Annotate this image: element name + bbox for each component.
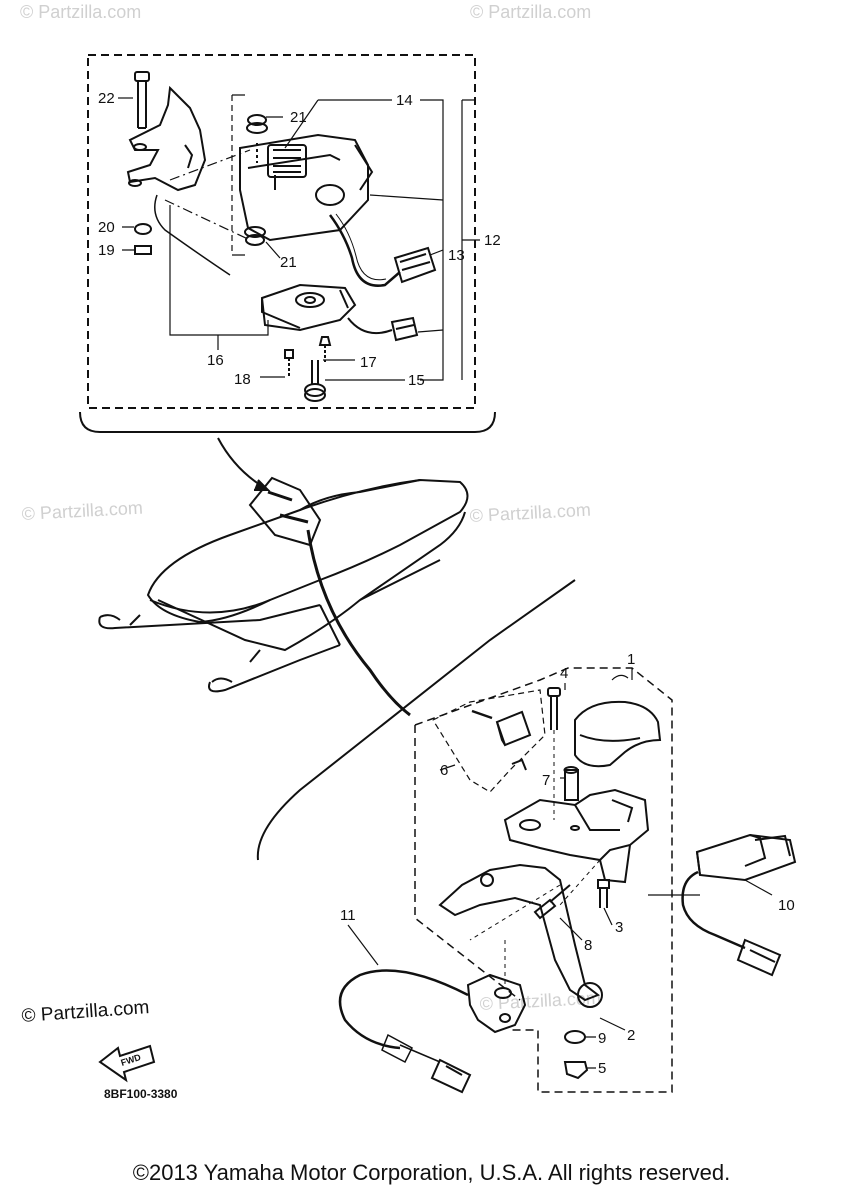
snowmobile-illustration [98, 476, 469, 693]
lower-unit-16 [260, 283, 357, 332]
callout-3: 3 [615, 919, 623, 936]
inset-frame [79, 54, 496, 433]
callout-15: 15 [408, 372, 425, 389]
callout-16: 16 [207, 352, 224, 369]
callout-13: 13 [448, 247, 465, 264]
switch-housing [239, 133, 374, 242]
diagram-code: 8BF100-3380 [104, 1087, 178, 1101]
connector-10 [736, 938, 782, 977]
callout-8: 8 [584, 937, 592, 954]
switch-10 [695, 833, 797, 882]
watermark-bottom-center: © Partzilla.com [479, 988, 601, 1014]
callout-21-bottom: 21 [280, 254, 297, 271]
callout-10: 10 [778, 897, 795, 914]
part-6-block [471, 709, 532, 771]
assembly-frame-1 [414, 667, 673, 1093]
throttle-housing [503, 788, 650, 884]
bolt-15 [304, 360, 326, 402]
screw-17 [318, 336, 332, 362]
screw-8 [533, 884, 571, 920]
spacer-7 [563, 766, 579, 801]
copyright-notice: ©2013 Yamaha Motor Corporation, U.S.A. A… [132, 1160, 731, 1185]
watermark-mid-center: © Partzilla.com [469, 500, 591, 526]
callout-12: 12 [484, 232, 501, 249]
callout-20: 20 [98, 219, 115, 236]
connector-11 [381, 1033, 472, 1094]
connector-lower [390, 316, 419, 342]
watermark-top-left: © Partzilla.com [20, 2, 141, 22]
fwd-arrow-icon: FWD [98, 1044, 156, 1083]
partzilla-logo: © Partzilla.com [21, 997, 150, 1027]
callout-11: 11 [340, 907, 356, 924]
callout-14: 14 [396, 92, 413, 109]
throttle-lever-2 [438, 863, 603, 1008]
screw-18 [284, 349, 294, 378]
callout-4: 4 [560, 665, 568, 682]
nut-5 [563, 1061, 589, 1080]
grommet-21-top [246, 114, 268, 163]
connector-13 [393, 246, 437, 284]
washer-20 [134, 223, 152, 235]
subassembly-frame-6 [432, 689, 546, 793]
watermark-top-center: © Partzilla.com [470, 2, 591, 22]
callout-22: 22 [98, 90, 115, 107]
callout-17: 17 [360, 354, 377, 371]
bolt-4 [547, 687, 561, 820]
watermark-mid-left: © Partzilla.com [21, 498, 143, 524]
screw-3 [597, 879, 610, 908]
callout-19: 19 [98, 242, 115, 259]
throttle-cover [574, 700, 662, 768]
callout-5: 5 [598, 1060, 606, 1077]
grommet-21-bottom [244, 226, 266, 246]
washer-9 [564, 1030, 586, 1044]
callout-1: 1 [627, 651, 635, 668]
throttle-sensor-11 [466, 973, 527, 1034]
nut-19 [134, 245, 152, 255]
callout-18: 18 [234, 371, 251, 388]
callout-21-top: 21 [290, 109, 307, 126]
callout-7: 7 [542, 772, 550, 789]
bracket [126, 85, 207, 192]
callout-6: 6 [440, 762, 448, 779]
callout-9: 9 [598, 1030, 606, 1047]
callout-2: 2 [627, 1027, 635, 1044]
bolt-22 [134, 71, 150, 129]
